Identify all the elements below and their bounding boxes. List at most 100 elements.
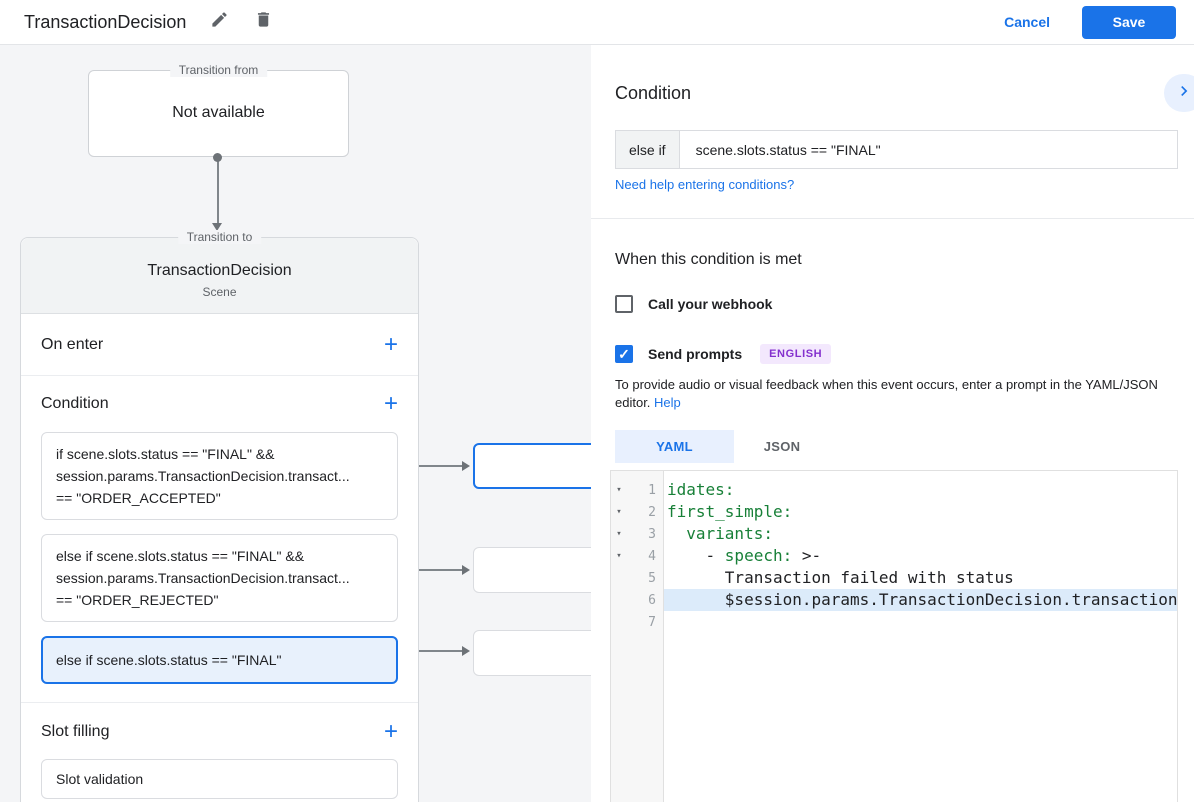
slot-filling-section: Slot filling +: [21, 705, 418, 759]
fold-arrow-icon[interactable]: ▾: [616, 507, 622, 517]
yaml-key: first_simple:: [667, 502, 793, 521]
editor-tabs: YAML JSON: [615, 430, 830, 463]
gutter-row[interactable]: ▾3: [611, 523, 663, 545]
slot-validation-card[interactable]: Slot validation: [41, 759, 398, 799]
gutter-row[interactable]: 5: [611, 567, 663, 589]
code-line[interactable]: idates:: [664, 479, 1177, 501]
scene-header: TransactionDecision Scene: [21, 238, 418, 314]
condition-expression-row: else if: [615, 130, 1178, 169]
gutter-row[interactable]: 6: [611, 589, 663, 611]
send-prompts-checkbox[interactable]: ✓: [615, 345, 633, 363]
panel-title: Condition: [615, 83, 692, 103]
condition-expression-input[interactable]: [679, 131, 1177, 168]
call-webhook-checkbox[interactable]: [615, 295, 633, 313]
gutter-row[interactable]: ▾2: [611, 501, 663, 523]
condition-card-1[interactable]: if scene.slots.status == "FINAL" && sess…: [41, 432, 398, 520]
on-enter-label: On enter: [41, 335, 104, 353]
add-condition-button[interactable]: +: [383, 390, 398, 417]
line-number: 4: [648, 548, 656, 564]
send-prompts-row: ✓ Send prompts ENGLISH: [615, 344, 832, 364]
transition-target-box-2[interactable]: [473, 547, 613, 593]
transition-from-box[interactable]: Transition from Not available: [88, 63, 349, 157]
language-badge: ENGLISH: [760, 344, 832, 364]
pencil-icon: [210, 10, 229, 34]
delete-button[interactable]: [252, 11, 274, 33]
on-enter-section: On enter +: [21, 314, 418, 376]
yaml-text: -: [667, 546, 725, 565]
code-line[interactable]: first_simple:: [664, 501, 1177, 523]
code-line[interactable]: $session.params.TransactionDecision.tran…: [664, 589, 1177, 611]
transition-from-value: Not available: [172, 104, 265, 121]
page-title: TransactionDecision: [24, 11, 187, 32]
yaml-text: Transaction failed with status: [667, 568, 1014, 587]
transition-from-legend: Transition from: [169, 63, 268, 77]
panel-divider: [591, 218, 1194, 219]
connector-line: [404, 569, 462, 571]
condition-detail-panel: Condition else if Need help entering con…: [591, 45, 1194, 802]
line-number: 5: [648, 570, 656, 586]
gutter-row[interactable]: ▾4: [611, 545, 663, 567]
edit-button[interactable]: [208, 11, 230, 33]
line-number: 7: [648, 614, 656, 630]
editor-code[interactable]: idates: first_simple: variants: - speech:…: [664, 471, 1177, 802]
yaml-key: idates:: [667, 480, 735, 499]
code-line[interactable]: variants:: [664, 523, 1177, 545]
webhook-row: Call your webhook: [615, 295, 772, 313]
send-prompts-label: Send prompts: [648, 346, 743, 362]
line-number: 3: [648, 526, 656, 542]
line-number: 1: [648, 482, 656, 498]
cancel-button[interactable]: Cancel: [1004, 14, 1050, 30]
gutter-row[interactable]: ▾1: [611, 479, 663, 501]
arrow-down-icon: [212, 223, 222, 231]
code-line[interactable]: - speech: >-: [664, 545, 1177, 567]
connector-line: [217, 159, 219, 223]
slot-filling-label: Slot filling: [41, 723, 110, 740]
connector-line: [404, 465, 462, 467]
tab-json[interactable]: JSON: [763, 439, 801, 454]
help-link[interactable]: Help: [654, 394, 681, 410]
fold-arrow-icon[interactable]: ▾: [616, 485, 622, 495]
when-condition-met-title: When this condition is met: [615, 251, 802, 268]
transition-target-box-1[interactable]: [473, 443, 613, 489]
conditions-help-link[interactable]: Need help entering conditions?: [615, 177, 795, 192]
add-slot-button[interactable]: +: [383, 718, 398, 745]
yaml-text: $session.params.TransactionDecision.tran…: [667, 590, 1177, 609]
transition-to-legend: Transition to: [177, 230, 262, 244]
condition-card-3-selected[interactable]: else if scene.slots.status == "FINAL": [41, 636, 398, 684]
main-area: Transition from Not available Transition…: [0, 45, 1194, 802]
condition-prefix-label: else if: [616, 131, 680, 168]
transition-to-panel: Transition to TransactionDecision Scene …: [20, 230, 419, 802]
yaml-text: [667, 524, 686, 543]
section-divider: [21, 702, 418, 703]
helper-text: To provide audio or visual feedback when…: [615, 377, 1158, 410]
code-line[interactable]: [664, 611, 1177, 633]
yaml-key: speech:: [724, 546, 793, 565]
top-bar: TransactionDecision Cancel Save: [0, 0, 1194, 45]
fold-arrow-icon[interactable]: ▾: [616, 551, 622, 561]
fold-arrow-icon[interactable]: ▾: [616, 529, 622, 539]
line-number: 6: [648, 592, 656, 608]
trash-icon: [254, 10, 273, 34]
gutter-row[interactable]: 7: [611, 611, 663, 633]
chevron-right-icon: [1174, 81, 1194, 106]
scene-type: Scene: [202, 285, 237, 299]
prompt-helper-text: To provide audio or visual feedback when…: [615, 376, 1167, 411]
add-on-enter-button[interactable]: +: [383, 330, 398, 358]
arrow-right-icon: [462, 646, 470, 656]
code-line[interactable]: Transaction failed with status: [664, 567, 1177, 589]
collapse-panel-button[interactable]: [1164, 74, 1194, 112]
connector-line: [404, 650, 462, 652]
arrow-right-icon: [462, 461, 470, 471]
connector-dot: [213, 153, 222, 162]
condition-section-header: Condition +: [21, 376, 418, 432]
scene-name: TransactionDecision: [147, 262, 292, 279]
call-webhook-label: Call your webhook: [648, 296, 773, 312]
condition-card-2[interactable]: else if scene.slots.status == "FINAL" &&…: [41, 534, 398, 622]
save-button[interactable]: Save: [1082, 5, 1176, 39]
line-number: 2: [648, 504, 656, 520]
yaml-key: variants:: [686, 524, 773, 543]
arrow-right-icon: [462, 565, 470, 575]
tab-yaml[interactable]: YAML: [615, 430, 734, 463]
